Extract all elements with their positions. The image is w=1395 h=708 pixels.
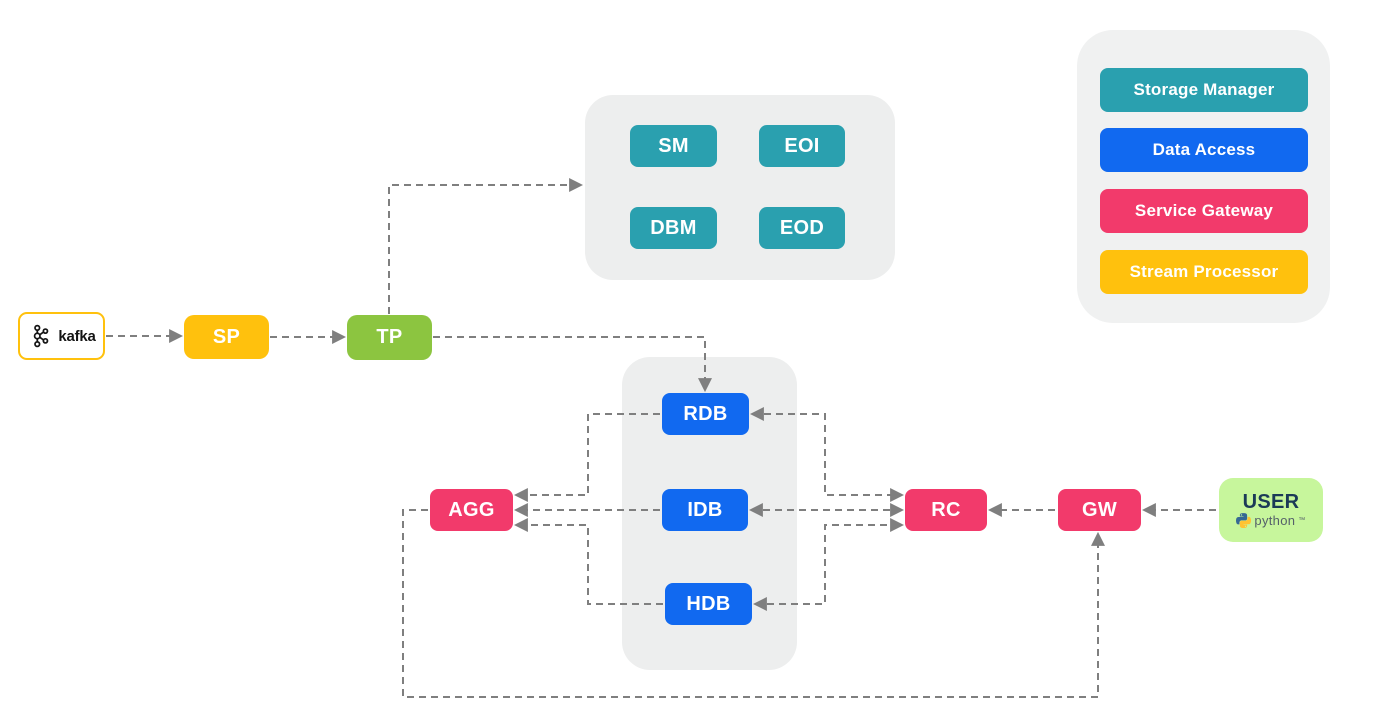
node-kafka[interactable]: kafka: [18, 312, 105, 360]
rc-label: RC: [931, 498, 961, 521]
tp-label: TP: [376, 326, 403, 348]
python-icon: [1236, 513, 1252, 528]
edge-tp-rdb: [433, 336, 712, 393]
edge-rdb-agg: [513, 413, 660, 502]
eoi-label: EOI: [784, 134, 820, 157]
legend-label: Service Gateway: [1134, 201, 1274, 220]
node-hdb[interactable]: HDB: [665, 583, 752, 625]
node-rc[interactable]: RC: [905, 489, 987, 531]
edge-hdb-agg: [513, 518, 663, 605]
legend-item-data-access[interactable]: Data Access: [1100, 128, 1308, 172]
user-label: USER: [1242, 491, 1300, 513]
edge-rc-rdb: [749, 407, 905, 502]
kafka-icon: [34, 324, 49, 348]
edge-tp-storage-group: [388, 178, 584, 314]
node-gw[interactable]: GW: [1058, 489, 1141, 531]
node-eod[interactable]: EOD: [759, 207, 845, 249]
sm-label: SM: [658, 134, 689, 157]
legend-label: Data Access: [1152, 140, 1256, 159]
gw-label: GW: [1081, 498, 1118, 521]
edge-agg-gw: [402, 509, 1105, 698]
node-agg[interactable]: AGG: [430, 489, 513, 531]
legend-item-stream-processor[interactable]: Stream Processor: [1100, 250, 1308, 294]
hdb-label: HDB: [686, 592, 731, 615]
edge-rc-hdb: [752, 518, 905, 611]
rdb-label: RDB: [683, 402, 728, 425]
node-sp[interactable]: SP: [184, 315, 269, 359]
kafka-label: kafka: [58, 327, 96, 345]
agg-label: AGG: [448, 498, 495, 521]
node-idb[interactable]: IDB: [662, 489, 748, 531]
sp-label: SP: [212, 325, 241, 348]
node-tp[interactable]: TP: [347, 315, 432, 360]
node-eoi[interactable]: EOI: [759, 125, 845, 167]
node-rdb[interactable]: RDB: [662, 393, 749, 435]
node-sm[interactable]: SM: [630, 125, 717, 167]
dbm-label: DBM: [650, 216, 697, 239]
eod-label: EOD: [779, 216, 825, 239]
legend-item-storage-manager[interactable]: Storage Manager: [1100, 68, 1308, 112]
legend-label: Storage Manager: [1133, 80, 1275, 99]
legend-label: Stream Processor: [1129, 262, 1279, 281]
node-dbm[interactable]: DBM: [630, 207, 717, 249]
idb-label: IDB: [687, 498, 723, 521]
legend-item-service-gateway[interactable]: Service Gateway: [1100, 189, 1308, 233]
